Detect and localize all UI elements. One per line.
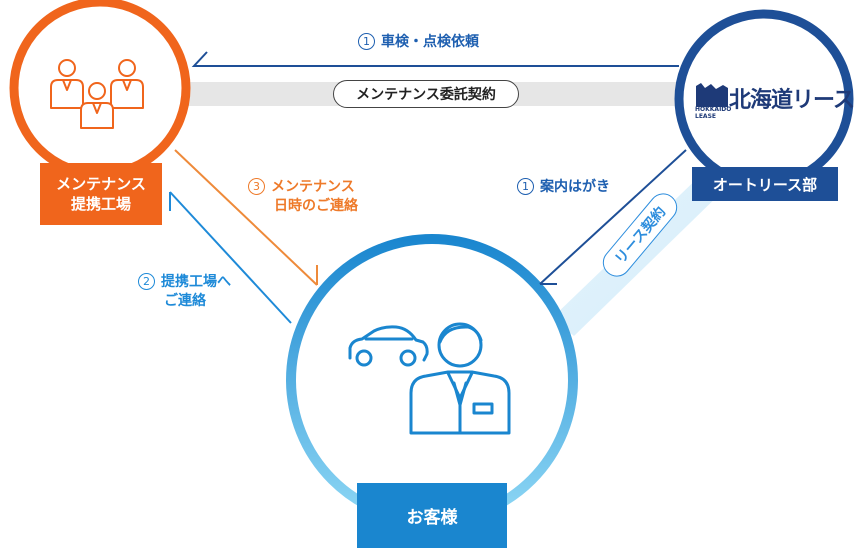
people-group-icon — [50, 59, 144, 129]
arrow-inspection-request — [191, 51, 679, 67]
maintenance-label-line1: メンテナンス — [56, 175, 146, 193]
hokkaido-lease-logo: 北海道リース HOKKAIDO LEASE — [693, 80, 855, 122]
step-contact-factory: 2 提携工場へ ご連絡 — [138, 273, 231, 311]
logo-subtext-line1: HOKKAIDO — [695, 106, 732, 113]
logo-mark-icon — [696, 83, 728, 107]
logo-text: 北海道リース — [729, 88, 855, 113]
step-text: 案内はがき — [540, 179, 610, 195]
step-inspection-request: 1 車検・点検依頼 — [358, 33, 479, 52]
arrow-schedule-contact — [174, 149, 318, 286]
arrow-contact-factory — [169, 191, 292, 324]
arrow-postcard-notice — [539, 149, 687, 285]
step-text-line1: メンテナンス — [271, 179, 355, 195]
logo-subtext: HOKKAIDO LEASE — [695, 106, 731, 120]
step-number-badge: 3 — [248, 178, 265, 195]
maintenance-label-line2: 提携工場 — [70, 195, 131, 213]
logo-subtext-line2: LEASE — [695, 113, 716, 120]
customer-circle — [286, 234, 578, 526]
step-text: 車検・点検依頼 — [381, 34, 479, 50]
step-number-badge: 1 — [358, 33, 375, 50]
step-postcard-notice: 1 案内はがき — [517, 178, 610, 197]
step-text-line2: ご連絡 — [164, 293, 206, 309]
step-text-line1: 提携工場へ — [161, 274, 231, 290]
auto-lease-dept-label: オートリース部 — [692, 167, 838, 201]
customer-label: お客様 — [357, 483, 507, 548]
step-number-badge: 1 — [517, 178, 534, 195]
step-number-badge: 2 — [138, 273, 155, 290]
step-schedule-contact: 3 メンテナンス 日時のご連絡 — [248, 178, 358, 216]
maintenance-factory-label: メンテナンス 提携工場 — [40, 163, 162, 225]
car-and-person-icon — [348, 322, 511, 435]
step-text-line2: 日時のご連絡 — [274, 198, 358, 214]
maintenance-contract-pill: メンテナンス委託契約 — [333, 80, 519, 108]
